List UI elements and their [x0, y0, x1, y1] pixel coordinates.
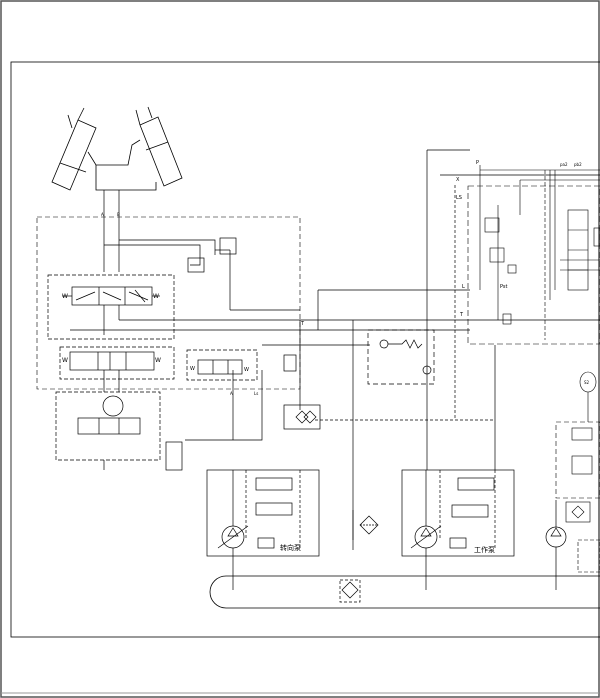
port-ls-label: LS	[456, 195, 462, 201]
svg-text:W: W	[155, 357, 161, 364]
port-pb2-label: pb2	[574, 162, 582, 167]
check-valve-box	[367, 329, 435, 385]
steering-pump-group	[206, 469, 320, 590]
right-modules	[555, 371, 600, 573]
steering-lines	[70, 190, 300, 441]
port-pst-label: Pst	[500, 284, 508, 290]
svg-text:W: W	[62, 293, 68, 300]
port-b-label: B	[117, 212, 120, 217]
svg-text:W: W	[190, 366, 195, 372]
main-valve-lines	[479, 165, 600, 340]
port-a-label: A	[101, 212, 104, 217]
work-pump-label: 工作泵	[474, 545, 495, 554]
port-a-small-label: A	[230, 391, 233, 396]
directional-valve-upper	[47, 274, 175, 340]
priority-valve	[55, 391, 183, 471]
port-t-right-label: T	[459, 312, 464, 318]
auxiliary-pump	[545, 500, 567, 590]
shuttle-valve	[283, 404, 321, 430]
accumulator-label: S2	[584, 380, 590, 385]
port-l-label: L	[462, 284, 465, 290]
steering-valve-block	[36, 216, 301, 390]
steering-pump-label: 转向泵	[280, 543, 301, 552]
directional-valve-lower	[59, 346, 175, 380]
port-ls-small-label: Ls	[254, 391, 258, 396]
svg-text:W: W	[62, 357, 68, 364]
drawing-frame	[10, 61, 600, 638]
port-p-label: P	[476, 160, 479, 166]
middle-lines	[262, 149, 600, 550]
port-t-left-label: T	[300, 321, 305, 327]
port-pa2-label: pa2	[560, 162, 568, 167]
work-pump-group	[401, 469, 515, 590]
pilot-valve	[186, 237, 297, 381]
filter	[339, 510, 379, 603]
steering-cylinders	[51, 106, 183, 191]
main-valve-block	[467, 185, 600, 345]
svg-text:W: W	[153, 293, 159, 300]
hydraulic-tank	[209, 575, 600, 609]
svg-text:W: W	[244, 367, 249, 373]
port-x-label: X	[456, 177, 460, 183]
